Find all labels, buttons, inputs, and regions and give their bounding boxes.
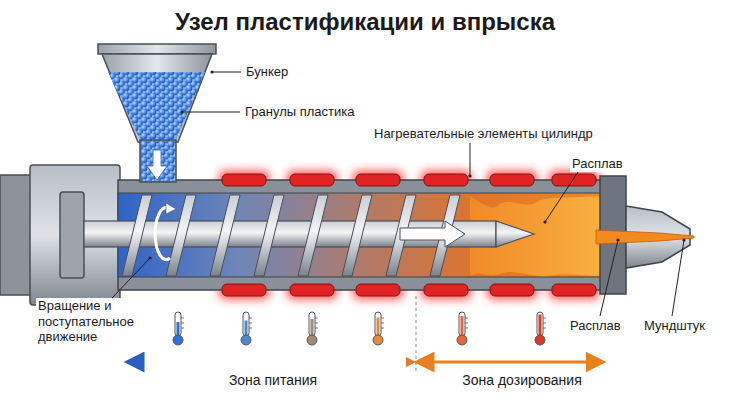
thermometer	[373, 312, 384, 345]
heater-band	[424, 284, 468, 296]
rotation-arrow-head	[166, 203, 176, 214]
heater-band	[490, 174, 534, 186]
feed-zone-arrow	[134, 361, 410, 364]
thermometer	[241, 312, 252, 345]
feed-arrow	[147, 150, 167, 180]
coupling	[60, 192, 84, 278]
heater-band	[424, 174, 468, 186]
screw-flight	[342, 195, 372, 276]
thermometers	[173, 312, 546, 345]
hopper-rim	[98, 44, 216, 54]
heater-bands	[222, 174, 596, 296]
heater-band	[222, 284, 266, 296]
hopper-body	[102, 54, 212, 142]
zone-label: Зона дозирования	[436, 372, 608, 389]
screw-shaft	[84, 221, 496, 247]
heater-band	[552, 284, 596, 296]
thermometer	[307, 312, 318, 345]
screw-flight	[254, 195, 284, 276]
motion-label: Вращение и поступательное движение	[36, 298, 158, 345]
screw-flight	[166, 195, 196, 276]
heater-band	[290, 174, 334, 186]
rotation-arrow	[155, 208, 170, 260]
part-label: Расплав	[570, 156, 625, 172]
screw-tip	[496, 221, 534, 247]
heater-band	[356, 284, 400, 296]
part-label: Гранулы пластика	[243, 104, 356, 120]
thermometer	[457, 312, 468, 345]
plastic-pellets	[108, 72, 205, 140]
screw-flight	[210, 195, 240, 276]
feed-zone-arrow-head	[406, 357, 416, 367]
heater-band	[356, 174, 400, 186]
screw-flight	[298, 195, 328, 276]
screw-flight	[122, 195, 152, 276]
part-label: Расплав	[568, 318, 623, 334]
hopper-throat	[140, 140, 176, 182]
zone-divider	[416, 296, 417, 372]
part-label: Нагревательные элементы цилиндр	[372, 126, 595, 142]
thermometer	[535, 312, 546, 345]
leader-lines	[112, 72, 684, 316]
nozzle-melt-channel	[596, 230, 694, 244]
thermometer	[173, 312, 184, 345]
part-label: Мундштук	[642, 318, 707, 334]
heater-band	[290, 284, 334, 296]
heater-band	[490, 284, 534, 296]
diagram-title: Узел пластификации и впрыска	[0, 8, 730, 36]
forward-arrow	[400, 221, 465, 247]
zone-label: Зона питания	[196, 372, 350, 389]
metering-zone-arrow	[424, 361, 596, 364]
heater-band	[222, 174, 266, 186]
heater-band	[552, 174, 596, 186]
part-label: Бункер	[244, 64, 290, 80]
